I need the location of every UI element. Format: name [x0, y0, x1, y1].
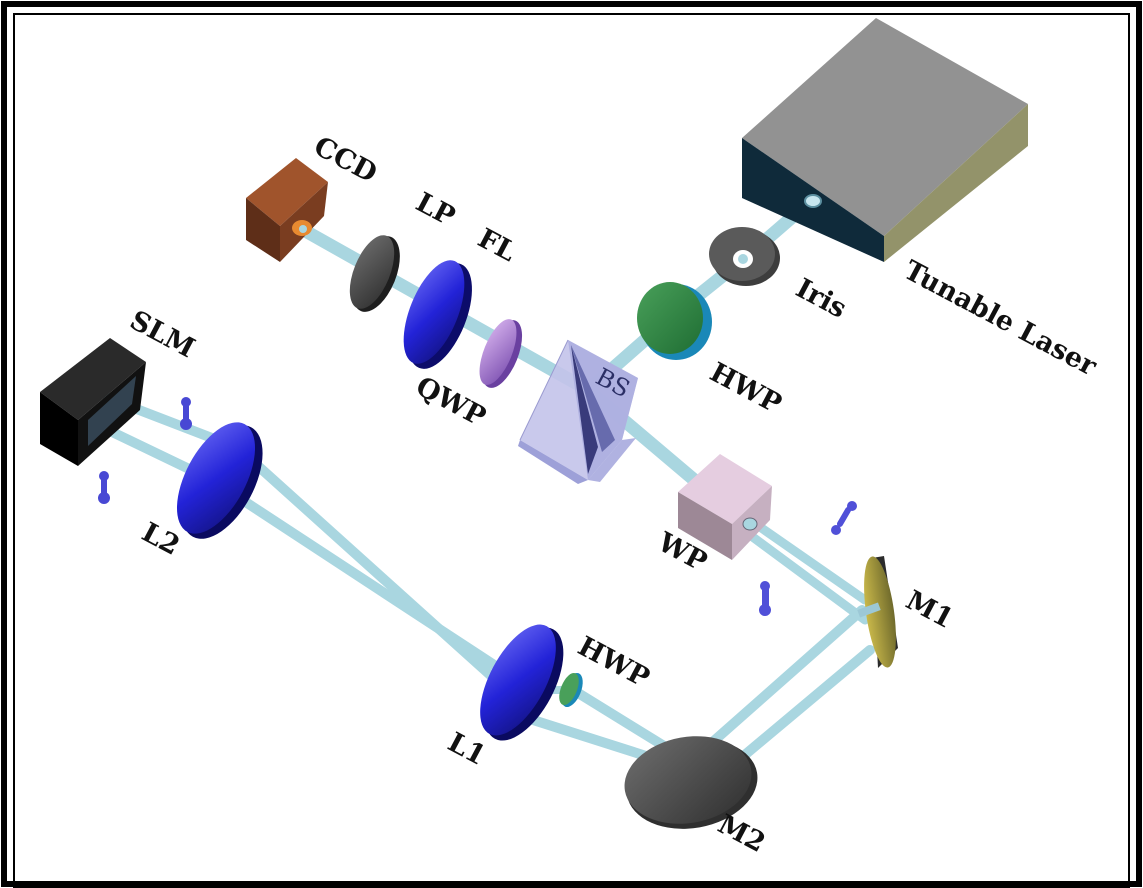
hwp-top [637, 282, 712, 360]
beam-splitter [518, 339, 638, 484]
label-hwp-bottom: HWP [573, 631, 655, 694]
mount-post-4 [759, 581, 771, 616]
tunable-laser [742, 18, 1028, 262]
label-qwp: QWP [411, 371, 491, 433]
linear-polarizer [349, 235, 400, 312]
qwp [479, 319, 523, 388]
laser-aperture [804, 194, 822, 208]
label-l1: L1 [443, 727, 491, 772]
lens-l1 [480, 624, 564, 741]
mount-post-3 [831, 501, 857, 535]
lens-l2 [176, 422, 263, 539]
beam-l1-slm-a [207, 475, 525, 687]
wollaston-prism [678, 454, 772, 560]
frame-inner [13, 13, 1130, 888]
iris [709, 227, 780, 286]
label-laser: Tunable Laser [899, 255, 1102, 383]
hwp-bottom [559, 672, 583, 708]
slm [40, 338, 146, 466]
mirror-m1 [857, 556, 898, 668]
beam-m1-m2-a [685, 605, 867, 767]
label-hwp-top: HWP [705, 357, 787, 420]
beam-wp-m1-b [745, 530, 870, 625]
label-lp: LP [411, 187, 460, 233]
label-l2: L2 [137, 517, 185, 562]
beam-wp-m1-a [745, 515, 870, 605]
mount-post-1 [180, 397, 192, 430]
focusing-lens [403, 260, 472, 369]
ccd-camera [246, 158, 328, 262]
beam-l1-slm-b [233, 443, 523, 705]
label-m1: M1 [901, 585, 959, 635]
label-iris: Iris [791, 273, 852, 325]
laser-side-face [884, 104, 1028, 262]
label-fl: FL [473, 223, 521, 268]
mirror-m2 [624, 736, 758, 829]
mount-post-2 [98, 471, 110, 504]
laser-top-face [742, 18, 1028, 236]
beam-m1-m2-b [717, 645, 875, 779]
